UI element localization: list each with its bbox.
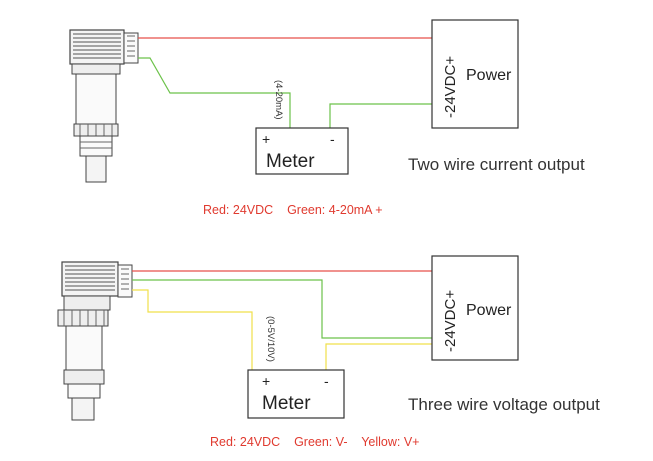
green-wire-top-power (329, 103, 432, 128)
yellow-wire-bottom-meter (132, 289, 253, 370)
meter-minus-bottom: - (324, 373, 329, 389)
power-label-top: Power (466, 67, 512, 84)
meter-label-bottom: Meter (262, 393, 311, 414)
wire-label-top: (4-20mA) (273, 80, 284, 120)
meter-plus-top: + (262, 131, 270, 147)
meter-minus-top: - (330, 131, 335, 147)
meter-top: + - Meter (255, 127, 349, 175)
power-voltage-top: -24VDC+ (442, 56, 459, 118)
legend-top: Red: 24VDC Green: 4-20mA + (203, 203, 383, 217)
sensor-bottom (57, 261, 133, 421)
meter-plus-bottom: + (262, 373, 270, 389)
wire-label-bottom: (0-5V/10V) (265, 316, 276, 362)
yellow-wire-bottom-power (325, 343, 432, 370)
meter-label-top: Meter (266, 151, 315, 172)
legend-bottom: Red: 24VDC Green: V- Yellow: V+ (210, 435, 420, 449)
meter-bottom: + - Meter (247, 369, 345, 419)
power-voltage-bottom: -24VDC+ (442, 290, 459, 352)
title-top: Two wire current output (408, 155, 585, 174)
power-top: -24VDC+ Power (431, 19, 519, 129)
sensor-top (69, 29, 139, 183)
power-bottom: -24VDC+ Power (431, 255, 519, 361)
green-wire-top-meter (138, 57, 291, 128)
green-wire-bottom (132, 279, 432, 339)
power-label-bottom: Power (466, 302, 512, 319)
title-bottom: Three wire voltage output (408, 395, 600, 414)
